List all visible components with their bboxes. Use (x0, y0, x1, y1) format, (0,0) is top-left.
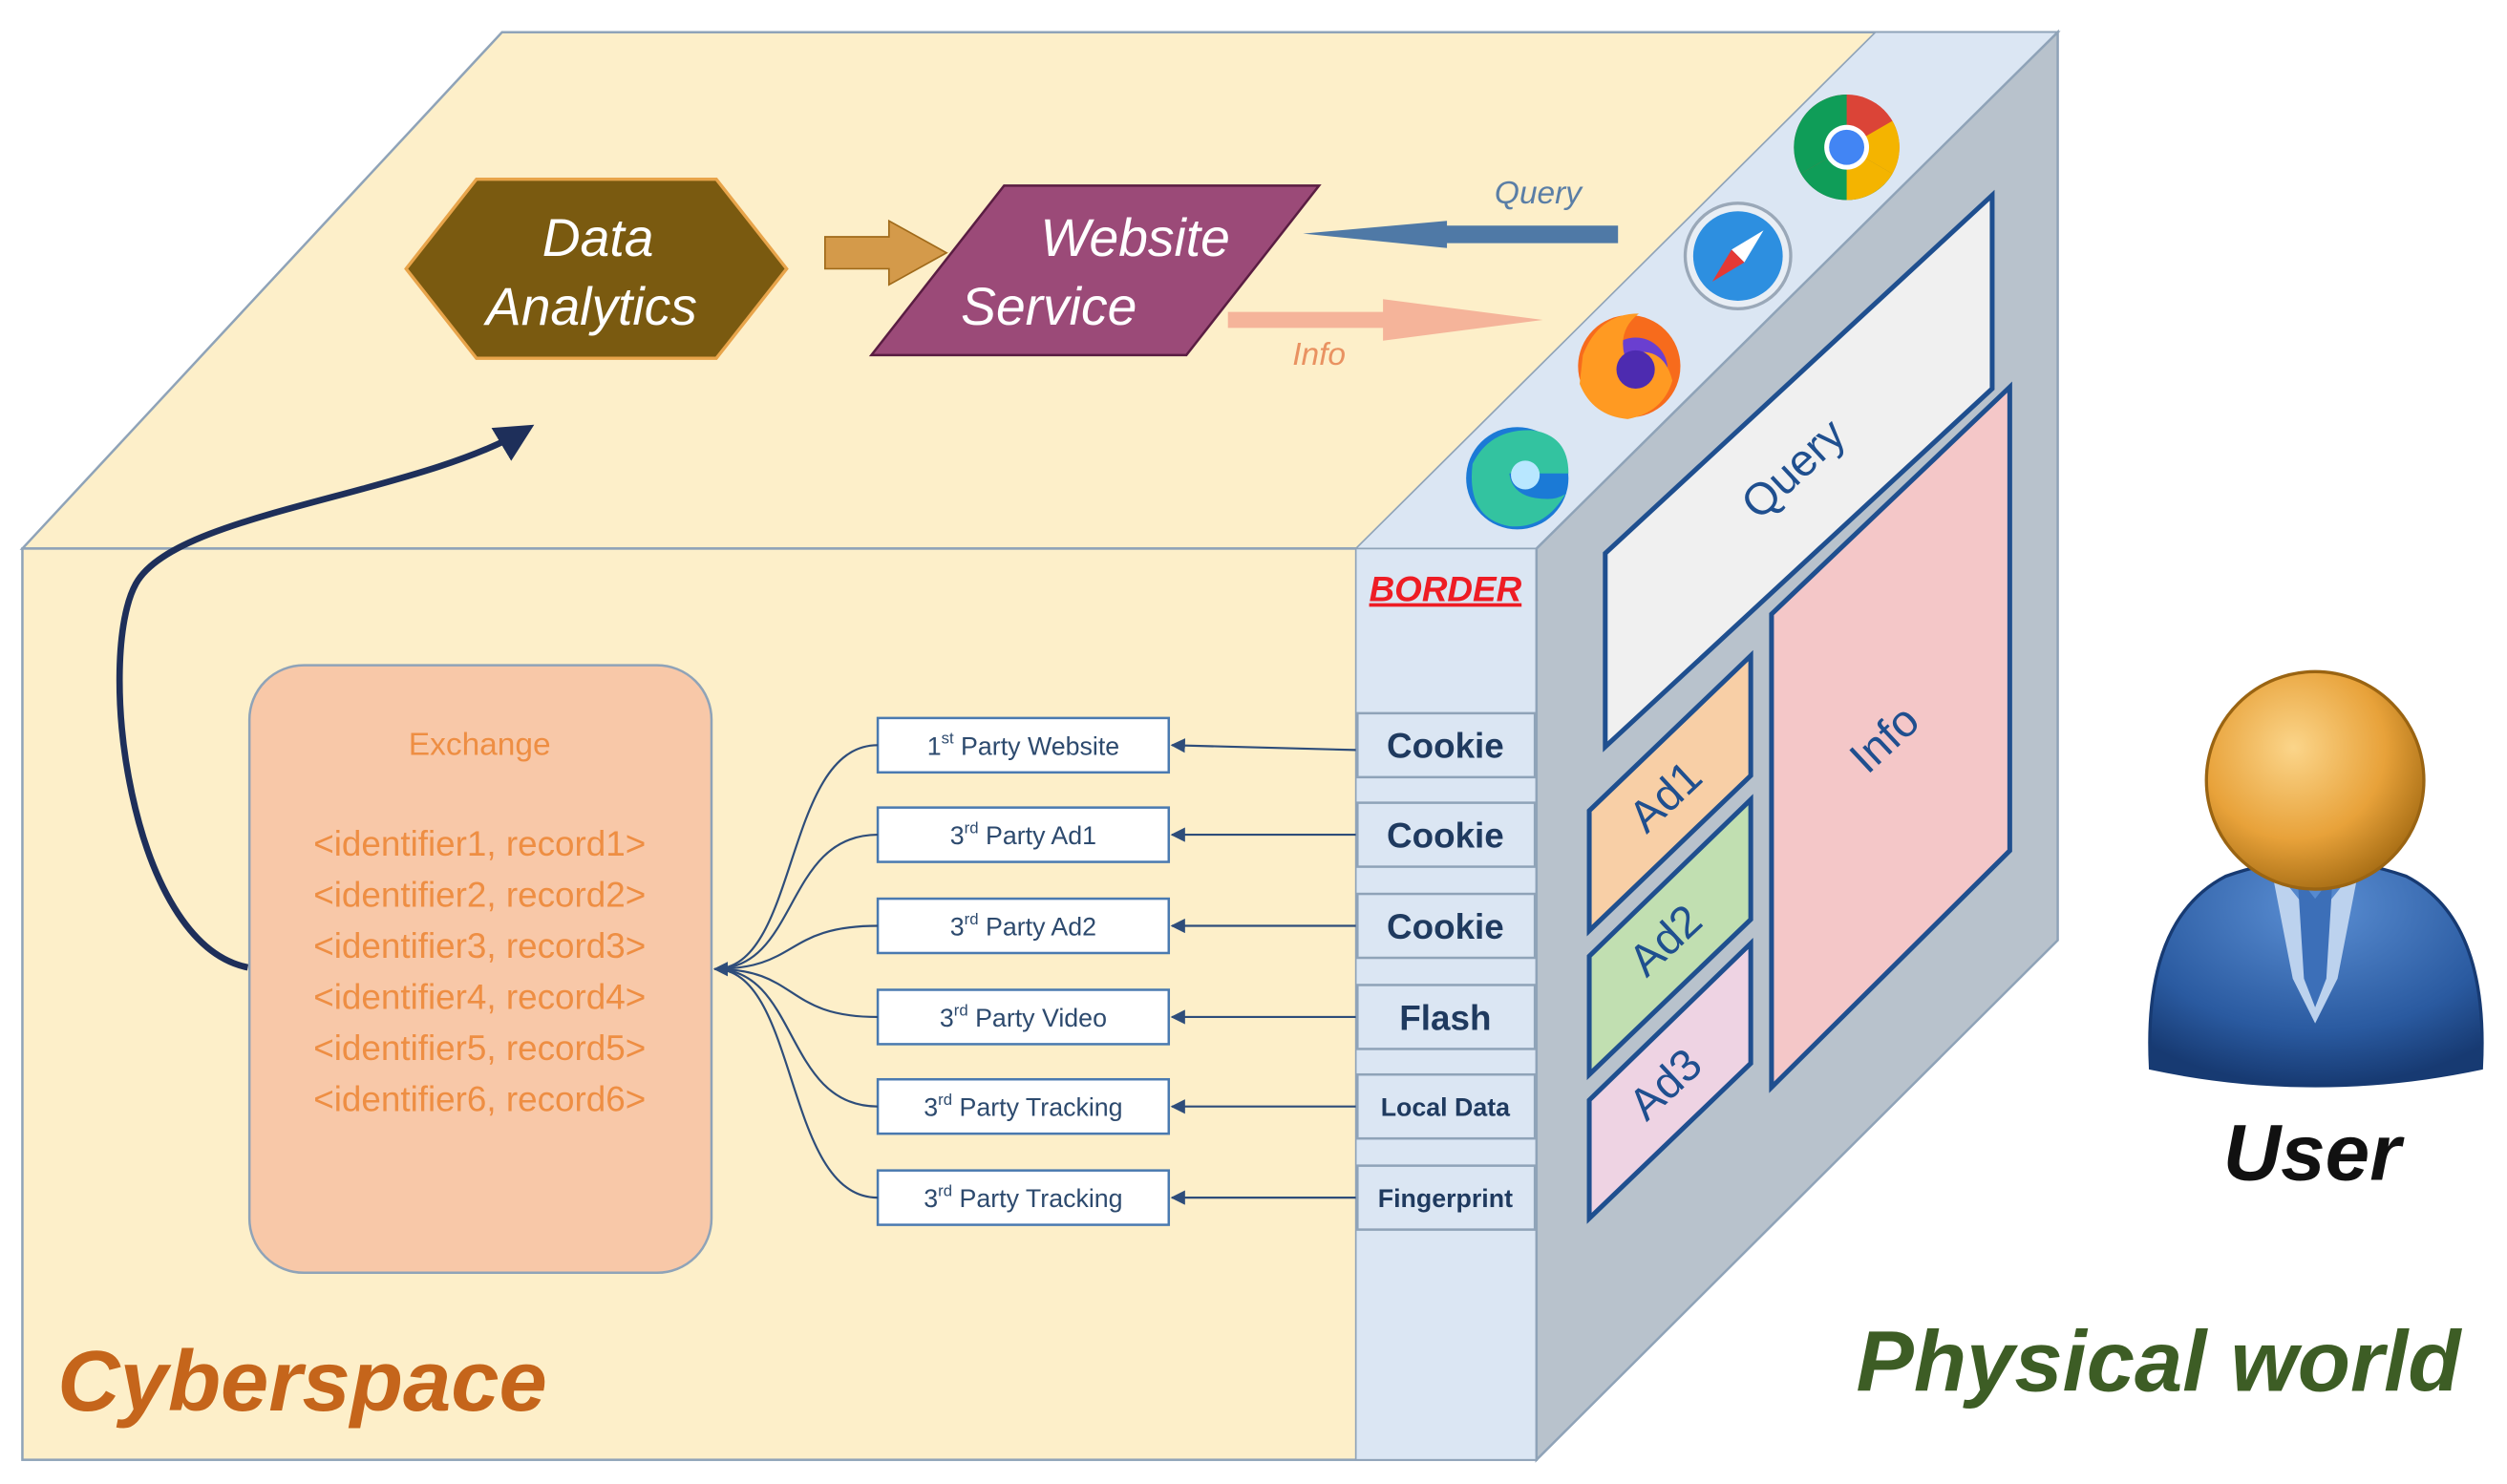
edge-icon (1466, 427, 1569, 530)
party-label: 3rd Party Tracking (924, 1091, 1122, 1122)
party-label: 1st Party Website (927, 730, 1119, 761)
info-panel (1769, 381, 2012, 1093)
border-item-label: Flash (1399, 998, 1491, 1037)
query-arrow (1303, 221, 1619, 248)
exchange-record: <identifier5, record5> (313, 1028, 646, 1068)
border-item: Flash (1356, 984, 1537, 1050)
exchange-box: Exchange <identifier1, record1><identifi… (247, 664, 713, 1275)
party-connector (714, 924, 879, 970)
user-label: User (2223, 1108, 2406, 1198)
browser-window: Query Info Ad1 Ad2 Ad3 (1586, 189, 2012, 1224)
cyberspace-label: Cyberspace (57, 1333, 547, 1430)
party-connector (712, 962, 879, 1019)
query-arrow-label: Query (1495, 176, 1583, 211)
border-to-party-arrows (1170, 738, 1356, 1205)
border-item: Fingerprint (1356, 1164, 1537, 1231)
border-item-label: Fingerprint (1378, 1184, 1513, 1213)
party-label: 3rd Party Tracking (924, 1181, 1122, 1213)
party-box: 3rd Party Tracking (876, 1077, 1171, 1135)
website-service-line2: Service (961, 277, 1137, 336)
border-item-label: Local Data (1381, 1093, 1511, 1122)
party-label: 3rd Party Ad2 (950, 910, 1096, 942)
border-title: BORDER (1370, 570, 1522, 609)
border-item: Cookie (1356, 892, 1537, 960)
party-box: 3rd Party Tracking (876, 1169, 1171, 1226)
border-item: Cookie (1356, 711, 1537, 779)
party-box: 3rd Party Ad2 (876, 897, 1171, 955)
exchange-record: <identifier4, record4> (313, 978, 646, 1017)
party-connector (714, 834, 879, 970)
ad3-panel (1586, 938, 1753, 1224)
exchange-record: <identifier2, record2> (313, 875, 646, 914)
party-connector (714, 967, 879, 1108)
analytics-to-service-arrow (824, 219, 948, 286)
safari-icon (1683, 201, 1793, 310)
physical-world-label: Physical world (1857, 1314, 2463, 1410)
party-label: 3rd Party Video (940, 1001, 1107, 1032)
border-item: Local Data (1356, 1072, 1537, 1140)
firefox-icon (1578, 313, 1681, 419)
chrome-icon (1794, 94, 1900, 201)
exchange-record: <identifier6, record6> (313, 1080, 646, 1119)
data-analytics-line2: Analytics (483, 277, 697, 336)
border-arrow (1170, 738, 1356, 753)
party-box: 3rd Party Ad1 (876, 806, 1171, 863)
party-connectors (712, 744, 879, 1199)
data-analytics: Data Analytics (404, 178, 789, 360)
user-avatar-icon (2148, 669, 2484, 1088)
query-panel (1603, 189, 1995, 753)
data-analytics-line1: Data (542, 208, 654, 267)
border-item-label: Cookie (1387, 907, 1504, 946)
exchange-record: <identifier3, record3> (313, 926, 646, 965)
info-arrow (1227, 299, 1543, 341)
ad2-panel (1586, 794, 1753, 1081)
border-item-label: Cookie (1387, 816, 1504, 855)
ad1-panel (1586, 649, 1753, 937)
website-service: Website Service (868, 184, 1322, 357)
party-box: 3rd Party Video (876, 988, 1171, 1046)
exchange-records: <identifier1, record1> <identifier2, reco… (313, 824, 646, 1119)
party-label: 3rd Party Ad1 (950, 818, 1096, 850)
party-connector (714, 967, 879, 1199)
exchange-record: <identifier1, record1> (313, 824, 646, 863)
party-box: 1st Party Website (876, 716, 1171, 774)
exchange-title: Exchange (409, 727, 551, 762)
website-service-line1: Website (1040, 208, 1230, 267)
exchange-to-analytics-arrow (116, 424, 535, 971)
info-arrow-label: Info (1292, 337, 1346, 372)
party-connector (714, 744, 879, 970)
border-item: Cookie (1356, 801, 1537, 868)
border-item-label: Cookie (1387, 727, 1504, 766)
